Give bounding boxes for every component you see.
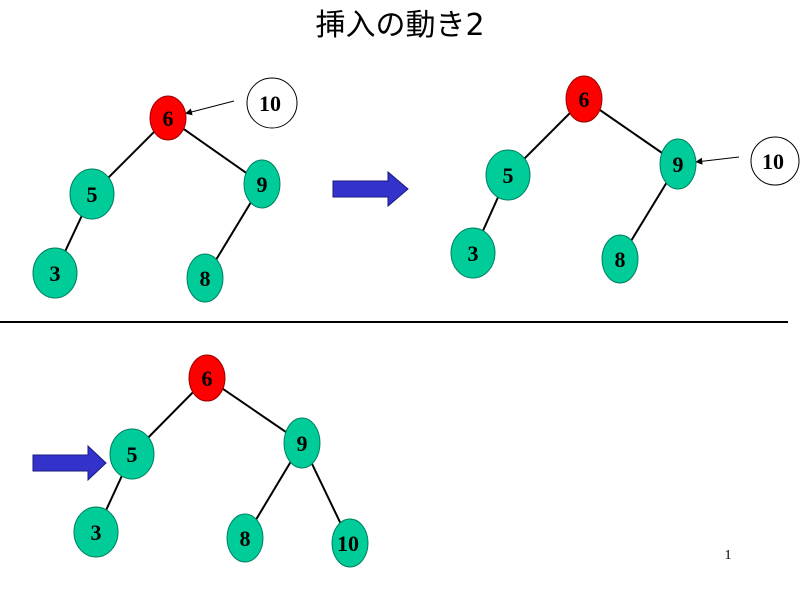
node-label: 10 <box>259 91 281 116</box>
node-label: 5 <box>503 163 514 188</box>
focus-arrow <box>32 444 107 482</box>
tree-node-5 <box>69 168 115 220</box>
tree-node-9 <box>243 159 281 209</box>
tree-node-8 <box>226 513 264 563</box>
node-label: 10 <box>337 531 359 556</box>
focus-arrow-shape <box>32 444 107 482</box>
node-label: 8 <box>240 526 251 551</box>
node-label: 3 <box>468 241 479 266</box>
new-node-10 <box>246 77 298 129</box>
step-arrow <box>332 170 409 208</box>
tree-node-3 <box>73 506 119 558</box>
node-label: 5 <box>127 442 138 467</box>
node-label: 6 <box>202 366 213 391</box>
node-label: 8 <box>200 266 211 291</box>
tree-node-6 <box>188 354 226 402</box>
page-number: 1 <box>724 548 732 563</box>
tree-node-3 <box>32 247 78 299</box>
node-label: 9 <box>257 172 268 197</box>
slide-title: 挿入の動き2 <box>315 8 485 43</box>
tree-node-3 <box>450 227 496 279</box>
tree-node-10 <box>331 518 369 568</box>
node-label: 9 <box>297 431 308 456</box>
node-label: 9 <box>673 152 684 177</box>
node-label: 6 <box>163 106 174 131</box>
insert-pointer-arrow <box>695 156 740 165</box>
panel-before: 6 5 9 3 8 10 <box>32 77 298 303</box>
panel-compare-9: 6 5 9 3 8 10 <box>450 75 800 284</box>
new-node-10 <box>750 136 800 186</box>
tree-node-8 <box>186 253 224 303</box>
panel-after: 6 5 9 3 8 10 <box>73 354 369 568</box>
node-label: 5 <box>87 182 98 207</box>
tree-node-6 <box>149 95 187 141</box>
tree-node-5 <box>109 428 155 480</box>
insert-pointer-arrow <box>184 100 235 116</box>
tree-node-9 <box>659 138 697 190</box>
node-label: 6 <box>579 87 590 112</box>
node-label: 8 <box>615 247 626 272</box>
tree-node-8 <box>601 234 639 284</box>
tree-node-6 <box>565 75 603 123</box>
tree-node-9 <box>283 417 321 469</box>
node-label: 3 <box>50 261 61 286</box>
node-label: 3 <box>91 520 102 545</box>
step-arrow-shape <box>332 170 409 208</box>
node-label: 10 <box>762 149 784 174</box>
tree-node-5 <box>485 149 531 201</box>
